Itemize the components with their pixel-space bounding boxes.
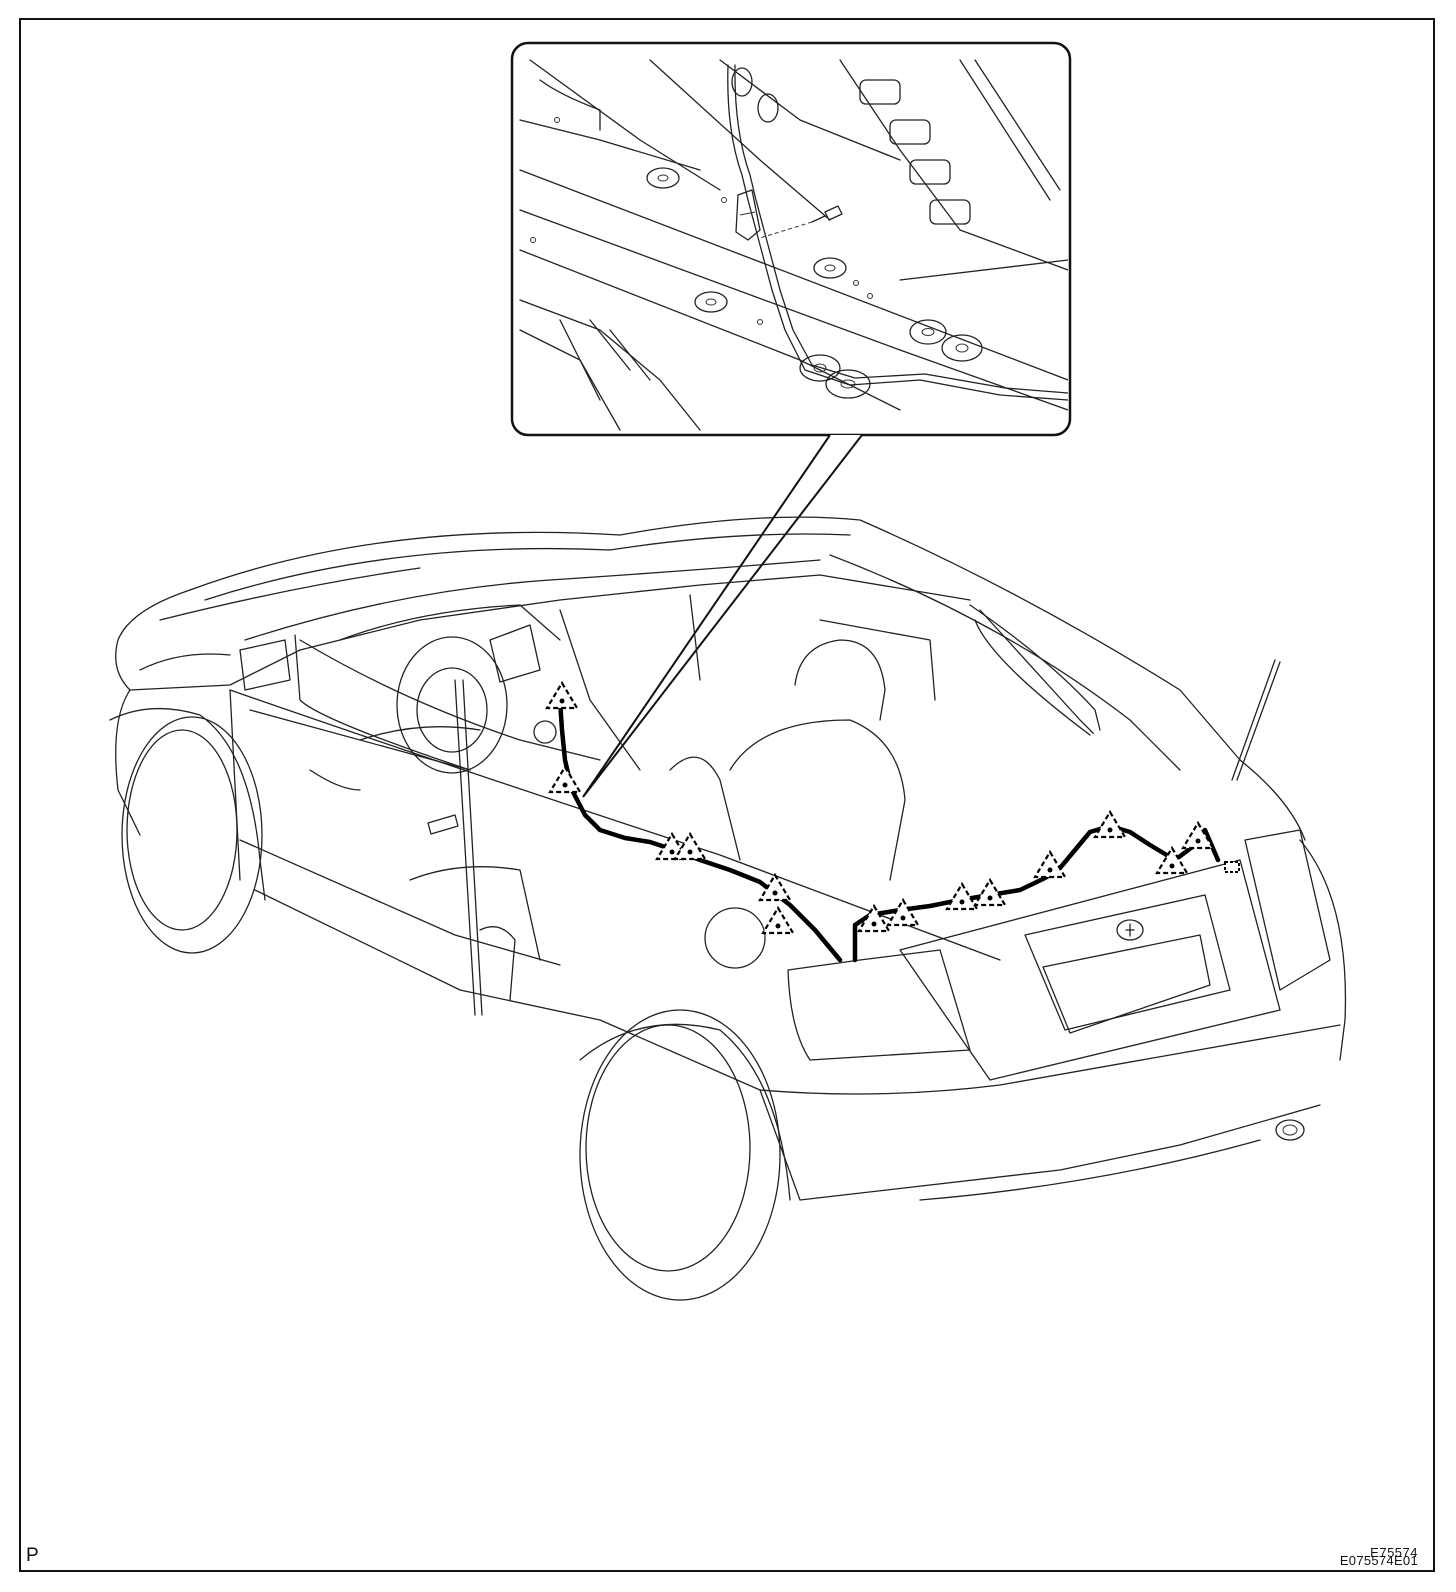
clip-marker bbox=[1033, 849, 1067, 879]
clip-marker bbox=[548, 764, 582, 794]
clip-marker bbox=[973, 877, 1007, 907]
figure-corner-letter: P bbox=[26, 1545, 39, 1566]
figure-code: E75574 E075574E01 bbox=[1340, 1546, 1418, 1567]
figure-code-new: E075574E01 bbox=[1339, 1553, 1418, 1568]
clip-marker bbox=[1093, 809, 1127, 839]
car-outline bbox=[109, 516, 1347, 1301]
callout-pointer bbox=[582, 434, 863, 798]
clip-marker bbox=[1155, 845, 1189, 875]
clip-marker bbox=[758, 872, 792, 902]
clip-marker bbox=[673, 831, 707, 861]
harness-clips bbox=[545, 680, 1240, 935]
clip-marker bbox=[857, 903, 891, 933]
clip-marker bbox=[886, 897, 920, 927]
connector-marker bbox=[1224, 861, 1240, 873]
clip-marker bbox=[945, 881, 979, 911]
clip-marker bbox=[545, 680, 579, 710]
figure-code-old: E75574 bbox=[1370, 1545, 1418, 1560]
clip-marker bbox=[761, 905, 795, 935]
detail-inset bbox=[510, 41, 1072, 437]
clip-marker bbox=[1181, 820, 1215, 850]
